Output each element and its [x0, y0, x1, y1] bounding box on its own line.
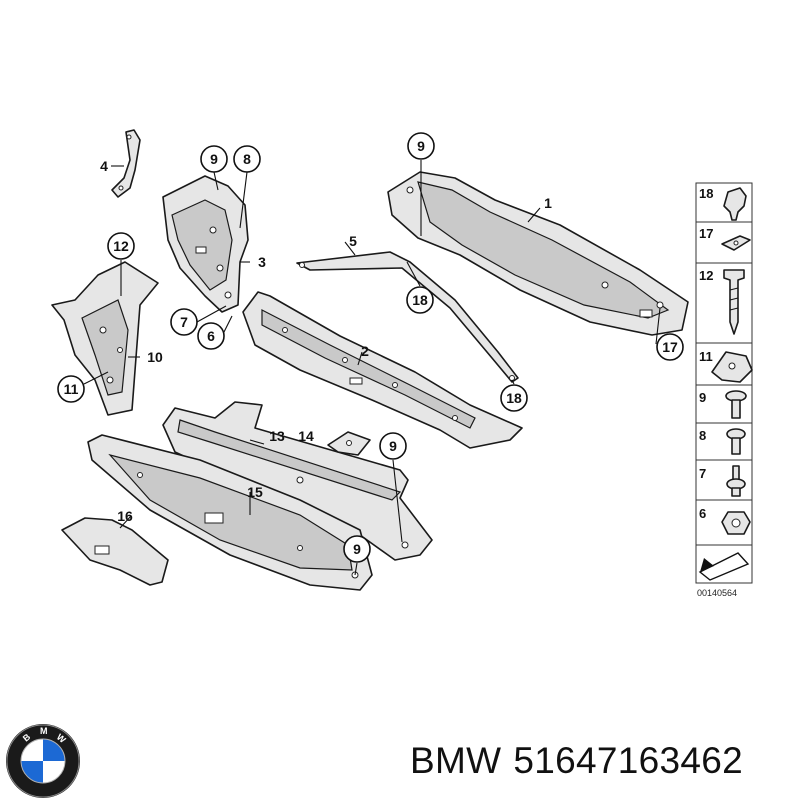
legend-item-18: 18: [699, 186, 747, 221]
part-number: 51647163462: [513, 740, 743, 781]
plain-labels: 4 3 10 1 5 2 13 14 15 16: [100, 158, 552, 524]
bmw-logo-icon: B M W: [6, 724, 80, 798]
part-3-carrier-bracket: [162, 175, 249, 313]
legend-item-8: 8: [699, 428, 746, 455]
callout-9-d: 9: [343, 535, 371, 563]
svg-text:9: 9: [353, 541, 361, 557]
legend-item-11: 11: [699, 349, 753, 383]
part-2-carrier: [242, 291, 523, 449]
part-15-underbody-panel: [87, 434, 373, 591]
callout-8: 8: [233, 145, 261, 173]
callout-12: 12: [107, 232, 135, 260]
part-4-bracket: [111, 129, 141, 198]
callout-18-b: 18: [500, 384, 528, 412]
leader-lines: [83, 160, 661, 576]
svg-text:8: 8: [699, 428, 706, 443]
part-16-shield: [61, 517, 169, 586]
part-caption: BMW 51647163462: [410, 740, 795, 790]
callout-6: 6: [197, 322, 225, 350]
label-2: 2: [361, 343, 369, 359]
svg-text:18: 18: [506, 390, 522, 406]
callout-9-c: 9: [379, 432, 407, 460]
label-10: 10: [147, 349, 163, 365]
part-14-clip: [327, 431, 371, 456]
callout-11: 11: [57, 375, 85, 403]
fastener-legend: 18 17 12 11 9 8: [695, 182, 753, 598]
svg-text:18: 18: [699, 186, 713, 201]
label-4: 4: [100, 158, 108, 174]
legend-item-7: 7: [699, 465, 746, 497]
part-5-strut: [296, 251, 519, 383]
part-10-left-support: [51, 261, 159, 416]
legend-arrow-icon: [698, 552, 750, 581]
svg-text:7: 7: [180, 314, 188, 330]
label-15: 15: [247, 484, 263, 500]
part-1-cover-panel: [387, 171, 689, 336]
svg-text:9: 9: [210, 151, 218, 167]
svg-text:6: 6: [207, 328, 215, 344]
label-5: 5: [349, 233, 357, 249]
label-1: 1: [544, 195, 552, 211]
svg-text:11: 11: [64, 381, 79, 397]
svg-text:8: 8: [243, 151, 251, 167]
callout-9-b: 9: [407, 132, 435, 160]
callout-7: 7: [170, 308, 198, 336]
legend-item-9: 9: [699, 390, 747, 419]
svg-text:17: 17: [699, 226, 713, 241]
svg-text:9: 9: [389, 438, 397, 454]
diagram-code: 00140564: [697, 588, 737, 598]
callouts: 9 8 12 7 6 11 9 18: [57, 132, 684, 563]
svg-text:M: M: [40, 726, 48, 736]
label-13: 13: [269, 428, 285, 444]
svg-text:12: 12: [699, 268, 713, 283]
label-3: 3: [258, 254, 266, 270]
callout-17: 17: [656, 333, 684, 361]
svg-text:18: 18: [412, 292, 428, 308]
legend-item-17: 17: [699, 226, 751, 251]
svg-text:12: 12: [113, 238, 129, 254]
label-16: 16: [117, 508, 133, 524]
callout-9-a: 9: [200, 145, 228, 173]
svg-text:9: 9: [417, 138, 425, 154]
brand-name: BMW: [410, 740, 502, 781]
legend-item-12: 12: [699, 268, 745, 335]
svg-text:7: 7: [699, 466, 706, 481]
svg-text:11: 11: [699, 349, 713, 364]
callout-18-a: 18: [406, 286, 434, 314]
label-14: 14: [298, 428, 314, 444]
legend-item-6: 6: [699, 506, 751, 535]
svg-text:9: 9: [699, 390, 706, 405]
svg-text:B: B: [21, 731, 33, 743]
svg-text:17: 17: [662, 339, 678, 355]
svg-text:6: 6: [699, 506, 706, 521]
